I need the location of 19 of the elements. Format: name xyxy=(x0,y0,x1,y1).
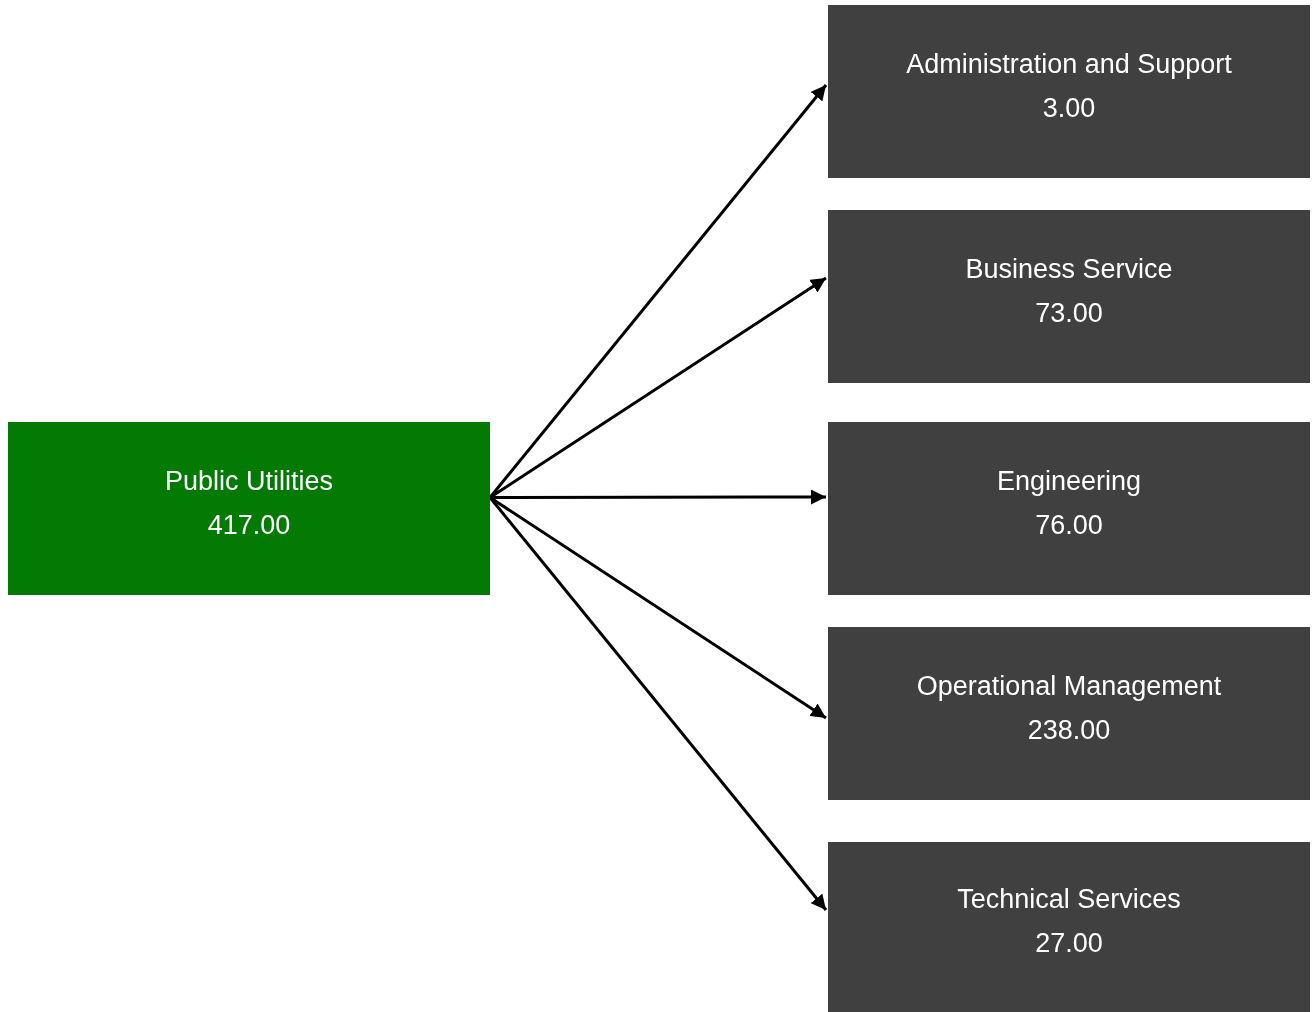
unit-name: Administration and Support xyxy=(906,47,1232,81)
arrow xyxy=(490,489,826,505)
org-unit-box xyxy=(828,422,1310,595)
unit-name: Operational Management xyxy=(916,669,1222,703)
unit-name: Engineering xyxy=(996,464,1142,498)
org-unit-box xyxy=(828,842,1310,1012)
org-unit-box xyxy=(828,210,1310,383)
unit-name: Business Service xyxy=(965,252,1173,286)
unit-value: 73.00 xyxy=(1035,296,1103,330)
unit-value: 27.00 xyxy=(1035,927,1103,960)
org-unit-box xyxy=(828,627,1310,800)
org-unit-box xyxy=(828,5,1310,178)
unit-value: 417.00 xyxy=(207,508,291,542)
unit-name: Public Utilities xyxy=(164,464,334,498)
unit-value: 238.00 xyxy=(1027,713,1111,747)
org-unit-box xyxy=(8,422,490,595)
unit-name: Technical Services xyxy=(957,883,1181,916)
unit-value: 3.00 xyxy=(1042,91,1096,125)
unit-value: 76.00 xyxy=(1035,508,1103,542)
